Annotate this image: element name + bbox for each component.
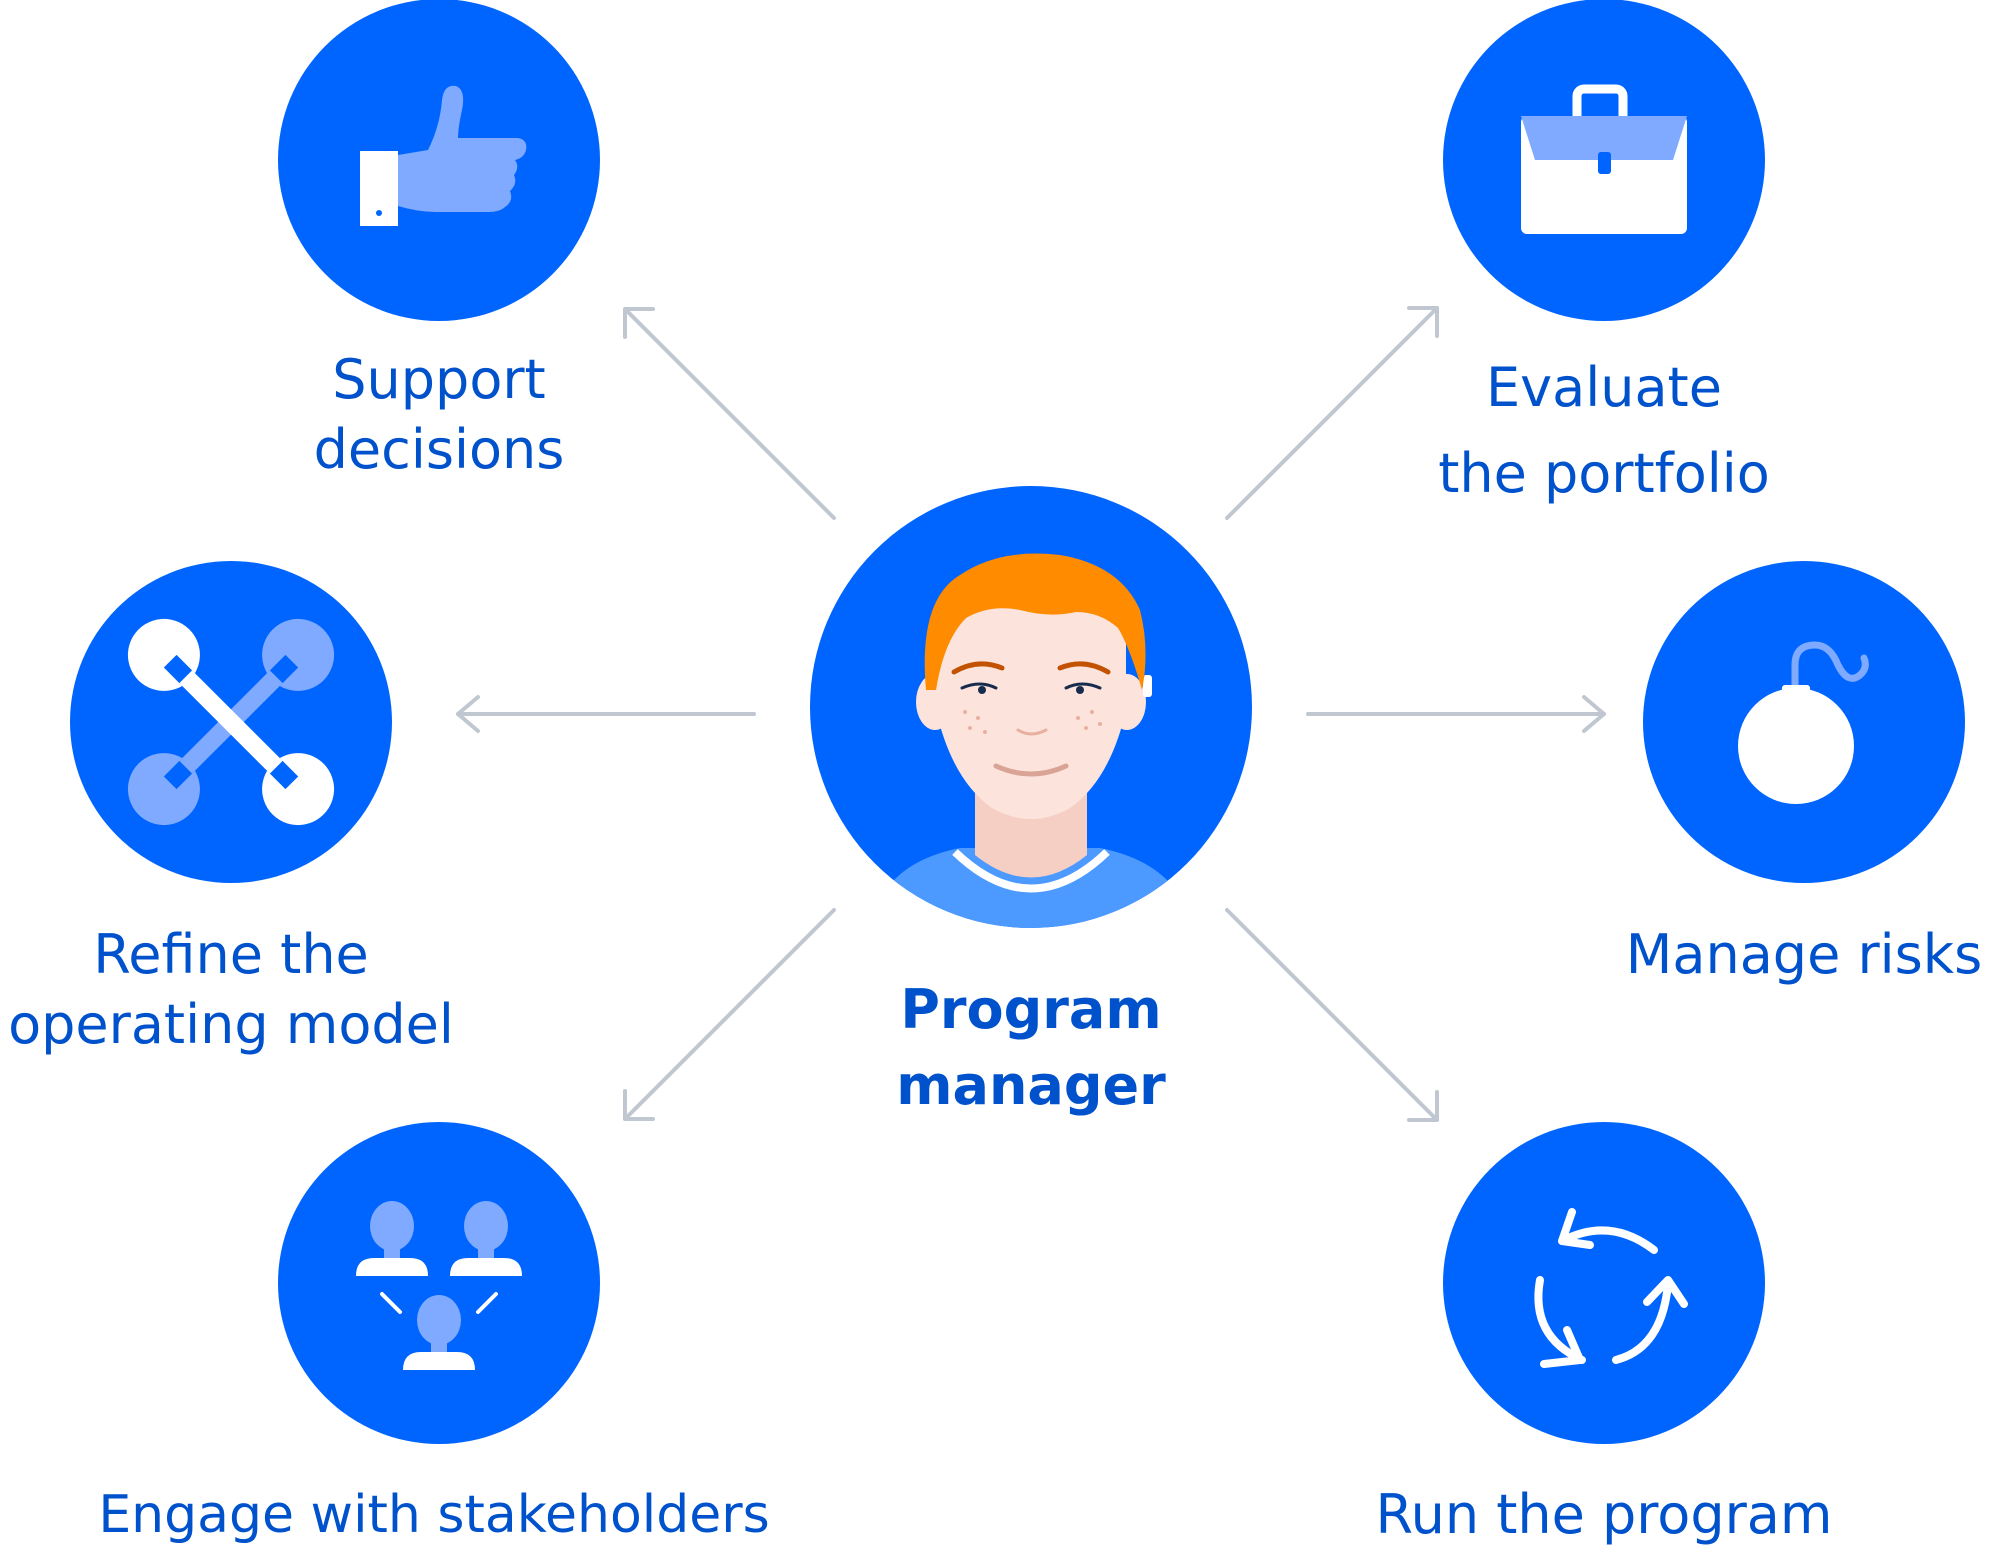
arrow-to-run-program: [1225, 908, 1439, 1122]
briefcase-icon: [1521, 84, 1687, 234]
node-evaluate-portfolio: [1443, 0, 1765, 321]
arrow-to-evaluate-portfolio: [1225, 306, 1439, 520]
label-run-program: Run the program: [1375, 1483, 1833, 1546]
wrenches-icon: [127, 618, 335, 826]
label-support-decisions: Support decisions: [313, 348, 565, 481]
connector-arrows: [456, 306, 1606, 1122]
node-circle: [278, 1122, 600, 1444]
label-engage-stakeholders: Engage with stakeholders: [98, 1485, 770, 1545]
label-refine-operating-model: Refine the operating model: [8, 923, 454, 1056]
label-evaluate-portfolio: Evaluate the portfolio: [1438, 356, 1770, 505]
node-manage-risks: [1643, 561, 1965, 883]
person-icon: [450, 1201, 522, 1276]
node-engage-stakeholders: [278, 1122, 600, 1444]
person-icon: [356, 1201, 428, 1276]
node-refine-operating-model: [70, 561, 392, 883]
bomb-icon: [1738, 641, 1869, 804]
arrow-to-support-decisions: [623, 307, 836, 520]
node-circle: [1443, 1122, 1765, 1444]
label-program-manager: Program manager: [896, 978, 1166, 1117]
node-support-decisions: [278, 0, 600, 321]
arrow-to-engage-stakeholders: [623, 908, 836, 1121]
arrow-to-manage-risks: [1306, 695, 1606, 733]
node-program-manager: [810, 486, 1252, 928]
cycle-arrows-icon: [1534, 1208, 1688, 1368]
thumbs-up-icon: [360, 85, 527, 226]
arrow-to-refine-operating-model: [456, 695, 756, 733]
node-run-program: [1443, 1122, 1765, 1444]
person-icon: [403, 1295, 475, 1370]
people-icon: [356, 1201, 522, 1370]
label-manage-risks: Manage risks: [1625, 923, 1983, 986]
